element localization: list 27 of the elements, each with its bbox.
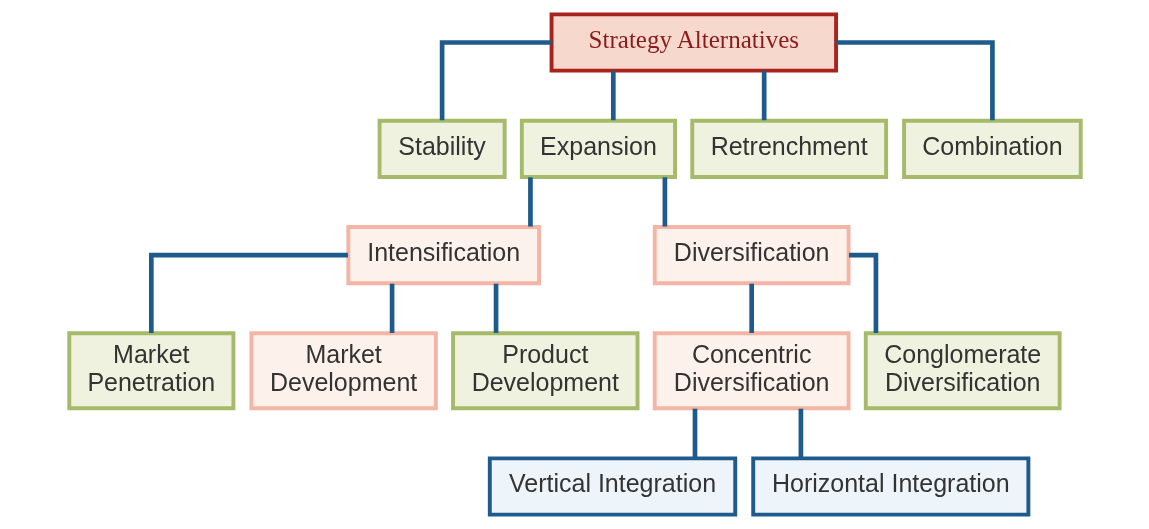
connector [835,40,995,121]
node-box: Intensification [345,225,541,286]
node-box: Stability [377,118,507,179]
node-box: Vertical Integration [487,456,737,517]
node-box: Retrenchment [689,118,888,179]
connector [692,408,697,459]
node-box: Market Development [248,331,438,411]
connector [610,71,616,121]
connector [761,71,766,121]
node-box: Strategy Alternatives [549,12,838,73]
connector [748,283,754,333]
connector [848,252,878,333]
node-box: Conglomerate Diversification [863,331,1062,411]
node-box: Combination [901,118,1083,179]
connector [148,252,348,333]
connector [662,177,667,227]
connector [439,40,551,121]
connector [493,283,498,333]
connector [527,177,533,227]
node-box: Product Development [450,331,639,411]
node-box: Diversification [652,225,851,286]
connector [798,408,803,459]
node-box: Expansion [519,118,677,179]
node-box: Horizontal Integration [750,456,1030,517]
node-box: Concentric Diversification [652,331,851,411]
node-box: Market Penetration [66,331,235,411]
connector [389,283,394,333]
